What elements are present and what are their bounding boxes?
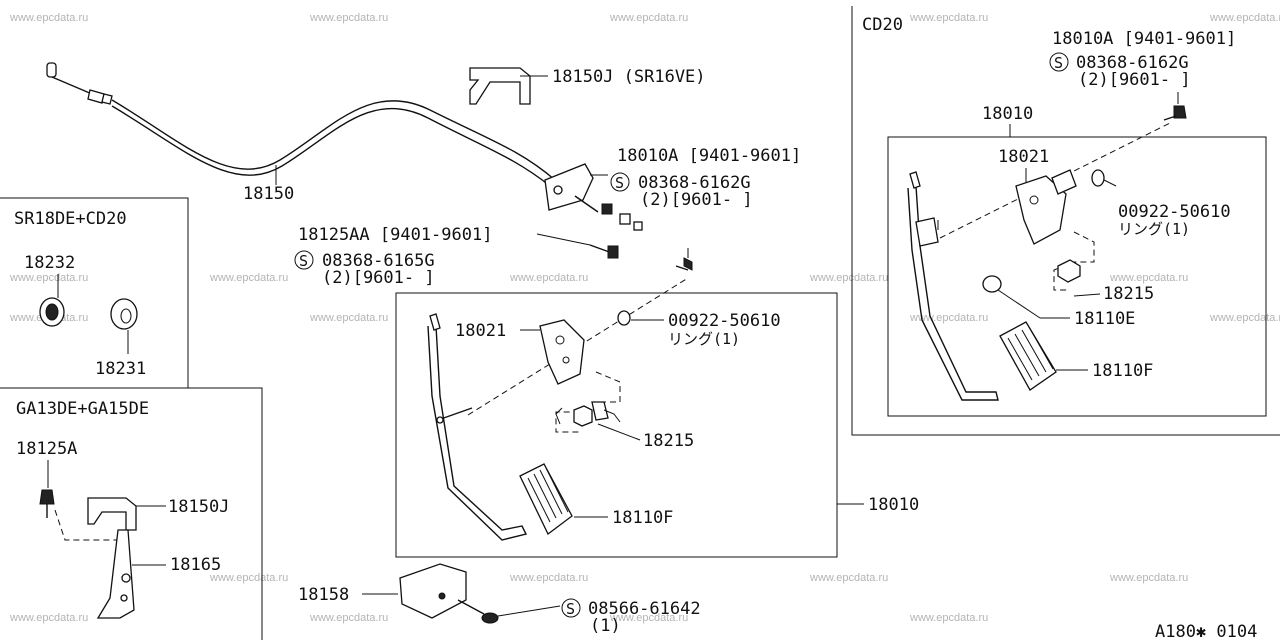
- stopper-18158: 18158 S 08566-61642 (1): [298, 563, 701, 636]
- cd20-bolt-number-label: 08368-6162G: [1076, 53, 1189, 73]
- clamp-aa: 18125AA [9401-9601] S 08368-6165G (2)[96…: [294, 225, 619, 288]
- cd20-panel: CD20 18010A [9401-9601] S 08368-6162G (2…: [851, 6, 1280, 436]
- watermark: www.epcdata.ru: [1109, 572, 1188, 584]
- bolt-a-qty-label: (2)[9601- ]: [640, 190, 753, 210]
- bolt-b-number-label: 08368-6165G: [322, 251, 435, 271]
- cd20-pedal-assy-a-label: 18010A [9401-9601]: [1052, 29, 1236, 49]
- screw-qty-label: (1): [590, 616, 621, 636]
- page-code: A180✱ 0104: [1155, 622, 1257, 640]
- pedal-assy-a-label: 18010A [9401-9601]: [617, 146, 801, 166]
- cd20-pedal-assy-label: 18010: [982, 104, 1033, 124]
- standard-part-symbol: [610, 172, 630, 192]
- bracket-sr16ve: 18150J (SR16VE): [469, 67, 706, 105]
- standard-part-symbol: [294, 250, 314, 270]
- ga13de-ga15de-panel: GA13DE+GA15DE 18125A 18150J 18165: [0, 387, 263, 640]
- clamp-aa-label: 18125AA [9401-9601]: [298, 225, 492, 245]
- ring-number-label: 00922-50610: [668, 311, 781, 331]
- cd20-title: CD20: [862, 15, 903, 35]
- bracket-sr16ve-label: 18150J (SR16VE): [552, 67, 706, 87]
- plate-18165-label: 18165: [170, 555, 221, 575]
- watermark: www.epcdata.ru: [9, 12, 88, 24]
- screw-number-label: 08566-61642: [588, 599, 701, 619]
- standard-part-symbol: S: [299, 252, 308, 270]
- pedal-assembly-panel: 18021 00922-50610 リング(1) 18215 18110F 18…: [395, 277, 919, 558]
- watermark: www.epcdata.ru: [209, 272, 288, 284]
- pad-18110f-label: 18110F: [612, 508, 673, 528]
- cd20-stopper-label: 18110E: [1074, 309, 1135, 329]
- watermark: www.epcdata.ru: [509, 572, 588, 584]
- ring-text-label: リング(1): [668, 330, 740, 348]
- standard-part-symbol: [561, 598, 581, 618]
- watermark: www.epcdata.ru: [909, 612, 988, 624]
- watermark-layer: www.epcdata.ru www.epcdata.ru www.epcdat…: [9, 12, 1280, 624]
- watermark: www.epcdata.ru: [809, 572, 888, 584]
- watermark: www.epcdata.ru: [309, 12, 388, 24]
- bracket-18150j-label: 18150J: [168, 497, 229, 517]
- cable-end-bracket: 18010A [9401-9601] S 08368-6162G (2)[960…: [544, 146, 801, 231]
- cable-part-label: 18150: [243, 184, 294, 204]
- watermark: www.epcdata.ru: [609, 12, 688, 24]
- watermark: www.epcdata.ru: [509, 272, 588, 284]
- sr18de-cd20-panel: SR18DE+CD20 18232 18231: [0, 197, 189, 388]
- cd20-lever-label: 18021: [998, 147, 1049, 167]
- clamp-18125a-label: 18125A: [16, 439, 77, 459]
- standard-part-symbol: S: [566, 600, 575, 618]
- pedal-assy-18010-label: 18010: [868, 495, 919, 515]
- cd20-ring-text-label: リング(1): [1118, 220, 1190, 238]
- bolt-a-number-label: 08368-6162G: [638, 173, 751, 193]
- cd20-pad-label: 18110F: [1092, 361, 1153, 381]
- bolt-fastener: [675, 248, 693, 271]
- watermark: www.epcdata.ru: [609, 612, 688, 624]
- watermark: www.epcdata.ru: [909, 312, 988, 324]
- watermark: www.epcdata.ru: [9, 612, 88, 624]
- cd20-bolt-qty-label: (2)[9601- ]: [1078, 70, 1191, 90]
- watermark: www.epcdata.ru: [309, 312, 388, 324]
- watermark: www.epcdata.ru: [9, 272, 88, 284]
- part-18232-label: 18232: [24, 253, 75, 273]
- standard-part-symbol: S: [1054, 54, 1063, 72]
- cd20-spring-label: 18215: [1103, 284, 1154, 304]
- stopper-18158-label: 18158: [298, 585, 349, 605]
- accelerator-cable: 18150: [46, 62, 556, 204]
- part-18231-label: 18231: [95, 359, 146, 379]
- watermark: www.epcdata.ru: [209, 572, 288, 584]
- lever-18021-label: 18021: [455, 321, 506, 341]
- watermark: www.epcdata.ru: [809, 272, 888, 284]
- bolt-b-qty-label: (2)[9601- ]: [322, 268, 435, 288]
- standard-part-symbol: S: [615, 174, 624, 192]
- spring-18215-label: 18215: [643, 431, 694, 451]
- sr18de-title: SR18DE+CD20: [14, 209, 127, 229]
- watermark: www.epcdata.ru: [1109, 272, 1188, 284]
- watermark: www.epcdata.ru: [1209, 312, 1280, 324]
- cd20-ring-number-label: 00922-50610: [1118, 202, 1231, 222]
- watermark: www.epcdata.ru: [909, 12, 988, 24]
- watermark: www.epcdata.ru: [1209, 12, 1280, 24]
- ga13de-title: GA13DE+GA15DE: [16, 399, 149, 419]
- standard-part-symbol: [1049, 52, 1069, 72]
- watermark: www.epcdata.ru: [309, 612, 388, 624]
